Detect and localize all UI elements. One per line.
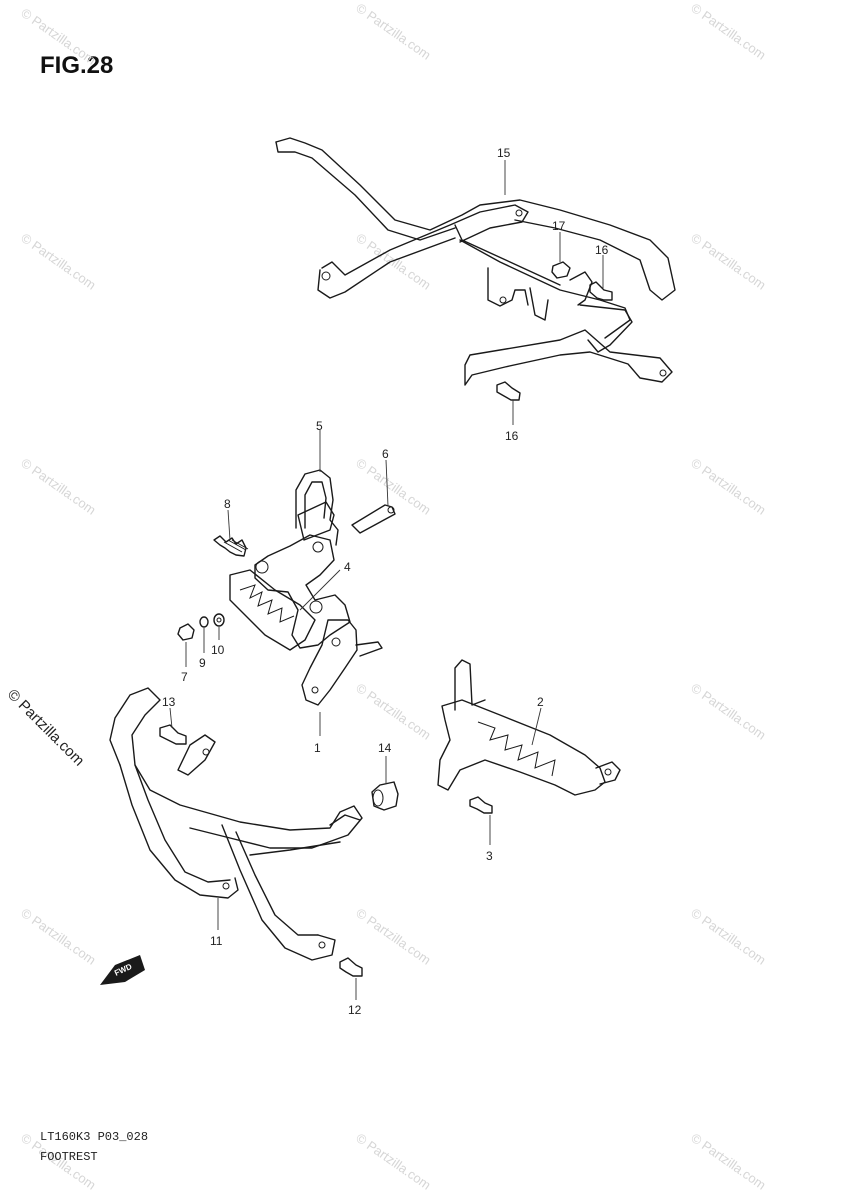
callout-label: 16 (595, 243, 609, 257)
callout-label: 17 (552, 219, 566, 233)
callout-label: 11 (210, 934, 223, 948)
watermark: © Partzilla.com (18, 455, 98, 518)
figure-title: FIG.28 (40, 52, 114, 79)
callout-label: 6 (382, 447, 389, 461)
watermark: © Partzilla.com (18, 905, 98, 968)
callout-label: 7 (181, 670, 188, 684)
part-11-front-guard (109, 687, 363, 961)
callout-label: 9 (199, 656, 206, 670)
callout-label: 2 (537, 695, 544, 709)
watermark: © Partzilla.com (688, 905, 768, 968)
callout-label: 5 (316, 419, 323, 433)
watermark-layer: © Partzilla.com © Partzilla.com © Partzi… (18, 0, 768, 1193)
part-16-bolt-upper (589, 281, 613, 301)
watermark: © Partzilla.com (688, 455, 768, 518)
forward-arrow-icon: FWD (100, 955, 145, 985)
part-9-washer (199, 616, 209, 628)
part-16-bolt-lower (496, 381, 521, 401)
figure-name: FOOTREST (40, 1150, 98, 1164)
part-1-footrest-plate (229, 569, 383, 706)
part-3-bolt (469, 796, 493, 814)
part-8-spring (213, 535, 249, 557)
part-4-bracket (254, 534, 351, 649)
callout-label: 10 (211, 643, 225, 657)
watermark: © Partzilla.com (688, 0, 768, 63)
callout-label: 3 (486, 849, 493, 863)
part-7-nut (177, 623, 195, 641)
callout-label: 13 (162, 695, 176, 709)
watermark: © Partzilla.com (688, 680, 768, 743)
leader-lines (169, 160, 604, 1000)
part-17-nut (551, 261, 571, 279)
part-15-rear-frame (275, 137, 676, 386)
part-12-bolt (339, 957, 363, 977)
part-10-washer (213, 613, 225, 627)
callout-label: 14 (378, 741, 392, 755)
part-2-footrest (437, 659, 621, 796)
watermark: © Partzilla.com (353, 905, 433, 968)
part-13-bolt (159, 724, 187, 745)
watermark: © Partzilla.com (353, 0, 433, 63)
callout-numbers: 1 2 3 4 5 6 7 8 9 10 11 12 13 14 15 16 1… (162, 146, 609, 1017)
watermark: © Partzilla.com (688, 230, 768, 293)
callout-label: 15 (497, 146, 511, 160)
figure-code: LT160K3 P03_028 (40, 1130, 149, 1144)
callout-label: 1 (314, 741, 321, 755)
part-6-pin (351, 504, 396, 534)
callout-label: 4 (344, 560, 351, 574)
callout-label: 12 (348, 1003, 362, 1017)
part-14-cap (371, 781, 399, 811)
callout-label: 16 (505, 429, 519, 443)
watermark: © Partzilla.com (18, 5, 98, 68)
callout-label: 8 (224, 497, 231, 511)
watermark: © Partzilla.com (353, 1130, 433, 1193)
watermark: © Partzilla.com (18, 230, 98, 293)
watermark: © Partzilla.com (353, 680, 433, 743)
watermark: © Partzilla.com (688, 1130, 768, 1193)
part-5-footrest-guard (295, 469, 339, 546)
